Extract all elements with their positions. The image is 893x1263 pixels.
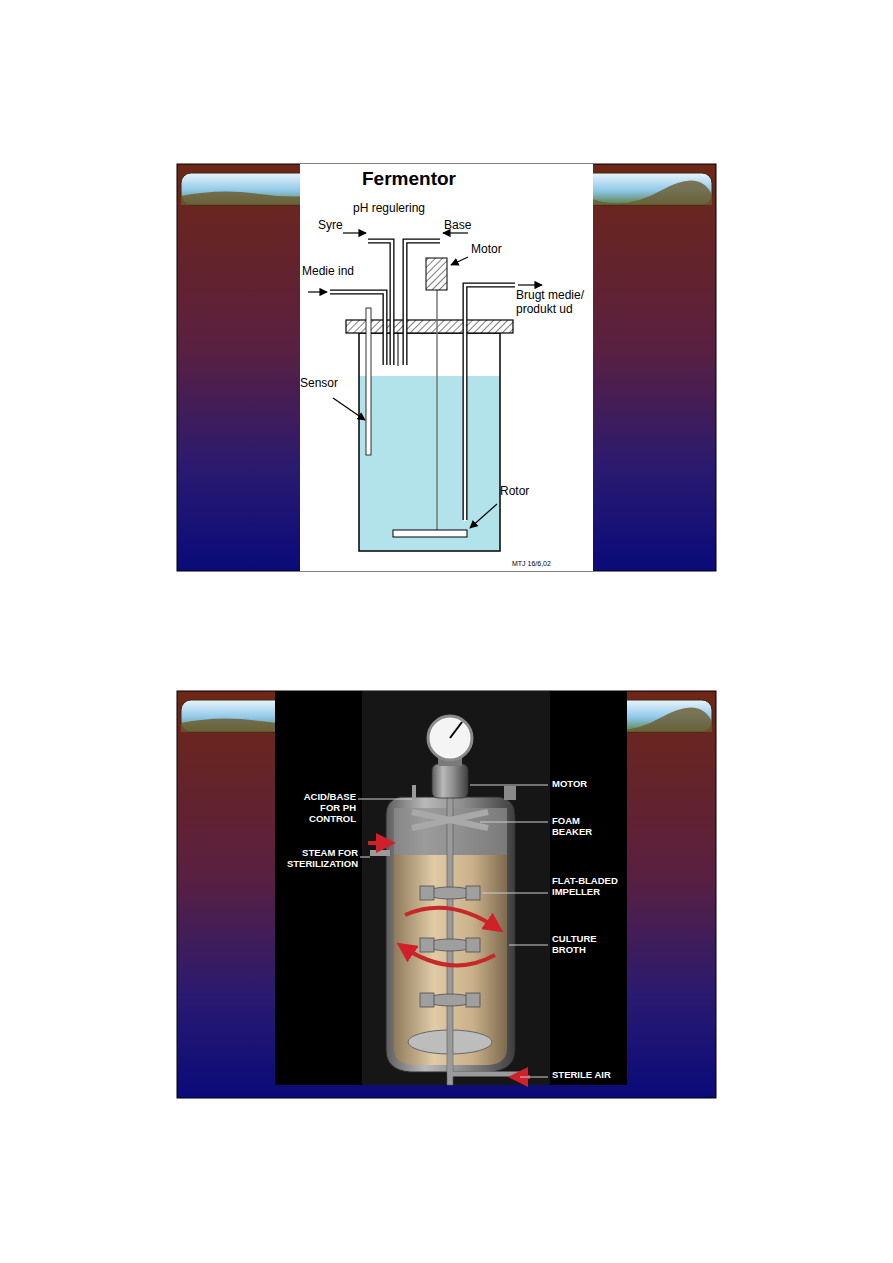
part-name: FOAM BEAKER xyxy=(552,816,604,838)
part-name: Motor xyxy=(471,243,521,257)
author-note: MTJ 16/6,02 xyxy=(512,560,582,568)
input-label: Medie ind xyxy=(302,265,372,279)
part-name: ACID/BASE FOR PH CONTROL xyxy=(292,792,356,825)
control-label: pH regulering xyxy=(353,202,463,216)
part-name: FLAT-BLADED IMPELLER xyxy=(552,876,624,898)
part-name: STERILE AIR xyxy=(552,1070,624,1081)
input-label: Syre xyxy=(318,219,358,233)
part-name: Sensor xyxy=(300,377,350,391)
output-label: Brugt medie/ produkt ud xyxy=(516,289,592,317)
part-name: STEAM FOR STERILIZATION xyxy=(278,848,358,870)
slide-title: Fermentor xyxy=(362,168,522,190)
part-name: CULTURE BROTH xyxy=(552,934,616,956)
part-name: MOTOR xyxy=(552,779,612,790)
input-label: Base xyxy=(444,219,484,233)
part-name: Rotor xyxy=(500,485,550,499)
